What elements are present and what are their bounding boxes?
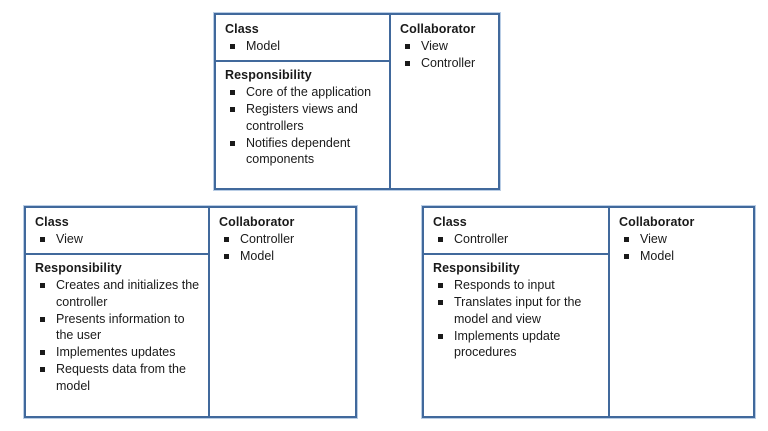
collaborator-text: Controller xyxy=(421,56,476,70)
list-item: Registers views and controllers xyxy=(225,101,381,134)
crc-class-column: Class Model Responsibility Core of the a… xyxy=(216,15,391,188)
list-item: View xyxy=(619,231,745,248)
square-bullet-icon xyxy=(438,300,443,305)
square-bullet-icon xyxy=(224,237,229,242)
crc-class-section: Class View xyxy=(26,208,208,255)
square-bullet-icon xyxy=(230,44,235,49)
list-item: Core of the application xyxy=(225,84,381,101)
list-item: Model xyxy=(619,248,745,265)
crc-class-heading: Class xyxy=(35,215,69,229)
crc-collaborator-heading: Collaborator xyxy=(400,22,476,36)
list-item: Controller xyxy=(433,231,600,248)
crc-class-heading: Class xyxy=(433,215,467,229)
crc-class-name: Controller xyxy=(454,232,509,246)
crc-responsibility-heading: Responsibility xyxy=(225,68,312,82)
crc-class-section: Class Model xyxy=(216,15,389,62)
collaborator-text: View xyxy=(421,39,448,53)
square-bullet-icon xyxy=(230,107,235,112)
crc-class-heading: Class xyxy=(225,22,259,36)
list-item: Presents information to the user xyxy=(35,311,200,344)
list-item: Model xyxy=(225,38,381,55)
collaborator-text: Model xyxy=(240,249,275,263)
crc-class-name: Model xyxy=(246,39,281,53)
crc-responsibility-heading: Responsibility xyxy=(433,261,520,275)
responsibility-text: Translates input for the model and view xyxy=(454,295,582,326)
crc-class-column: Class View Responsibility Creates and in… xyxy=(26,208,210,416)
crc-card-model: Class Model Responsibility Core of the a… xyxy=(213,12,501,191)
square-bullet-icon xyxy=(40,350,45,355)
collaborator-text: Model xyxy=(640,249,675,263)
collaborator-text: Controller xyxy=(240,232,295,246)
square-bullet-icon xyxy=(40,316,45,322)
crc-collaborator-list: Controller Model xyxy=(219,231,347,265)
list-item: Implements update procedures xyxy=(433,328,600,361)
square-bullet-icon xyxy=(438,237,443,242)
crc-collaborator-column: Collaborator View Model xyxy=(610,208,753,416)
collaborator-text: View xyxy=(640,232,667,246)
responsibility-text: Requests data from the model xyxy=(56,362,186,393)
crc-card-controller: Class Controller Responsibility Responds… xyxy=(421,205,756,419)
crc-responsibility-list: Responds to input Translates input for t… xyxy=(433,277,600,361)
square-bullet-icon xyxy=(40,237,45,242)
square-bullet-icon xyxy=(405,44,410,49)
crc-responsibility-section: Responsibility Creates and initializes t… xyxy=(26,255,208,416)
square-bullet-icon xyxy=(230,90,235,95)
square-bullet-icon xyxy=(624,237,629,242)
crc-collaborator-column: Collaborator View Controller xyxy=(391,15,498,188)
responsibility-text: Presents information to the user xyxy=(56,311,185,343)
list-item: Controller xyxy=(400,55,490,72)
responsibility-text: Notifies dependent components xyxy=(246,135,351,167)
crc-responsibility-heading: Responsibility xyxy=(35,261,122,275)
crc-collaborator-list: View Model xyxy=(619,231,745,265)
crc-responsibility-section: Responsibility Core of the application R… xyxy=(216,62,389,188)
crc-collaborator-heading: Collaborator xyxy=(619,215,695,229)
crc-class-name-list: Controller xyxy=(433,231,600,248)
list-item: View xyxy=(35,231,200,248)
crc-class-name: View xyxy=(56,232,83,246)
responsibility-text: Creates and initializes the controller xyxy=(56,278,200,309)
crc-class-name-list: View xyxy=(35,231,200,248)
list-item: Requests data from the model xyxy=(35,361,200,394)
crc-class-column: Class Controller Responsibility Responds… xyxy=(424,208,610,416)
square-bullet-icon xyxy=(224,254,229,259)
list-item: Creates and initializes the controller xyxy=(35,277,200,310)
responsibility-text: Core of the application xyxy=(246,85,372,99)
list-item: View xyxy=(400,38,490,55)
square-bullet-icon xyxy=(438,333,443,339)
square-bullet-icon xyxy=(40,283,45,288)
square-bullet-icon xyxy=(40,367,45,372)
responsibility-text: Responds to input xyxy=(454,278,555,292)
crc-responsibility-list: Creates and initializes the controller P… xyxy=(35,277,200,394)
list-item: Implementes updates xyxy=(35,344,200,361)
responsibility-text: Registers views and controllers xyxy=(246,102,358,133)
list-item: Translates input for the model and view xyxy=(433,294,600,327)
square-bullet-icon xyxy=(405,61,410,66)
square-bullet-icon xyxy=(230,140,235,146)
crc-collaborator-list: View Controller xyxy=(400,38,490,72)
responsibility-text: Implements update procedures xyxy=(454,328,561,360)
responsibility-text: Implementes updates xyxy=(56,345,176,359)
crc-class-section: Class Controller xyxy=(424,208,608,255)
list-item: Notifies dependent components xyxy=(225,135,381,168)
crc-card-view: Class View Responsibility Creates and in… xyxy=(23,205,358,419)
square-bullet-icon xyxy=(438,283,443,288)
crc-responsibility-list: Core of the application Registers views … xyxy=(225,84,381,168)
list-item: Model xyxy=(219,248,347,265)
crc-responsibility-section: Responsibility Responds to input Transla… xyxy=(424,255,608,416)
list-item: Responds to input xyxy=(433,277,600,294)
crc-class-name-list: Model xyxy=(225,38,381,55)
square-bullet-icon xyxy=(624,254,629,259)
crc-collaborator-heading: Collaborator xyxy=(219,215,295,229)
list-item: Controller xyxy=(219,231,347,248)
crc-collaborator-column: Collaborator Controller Model xyxy=(210,208,355,416)
